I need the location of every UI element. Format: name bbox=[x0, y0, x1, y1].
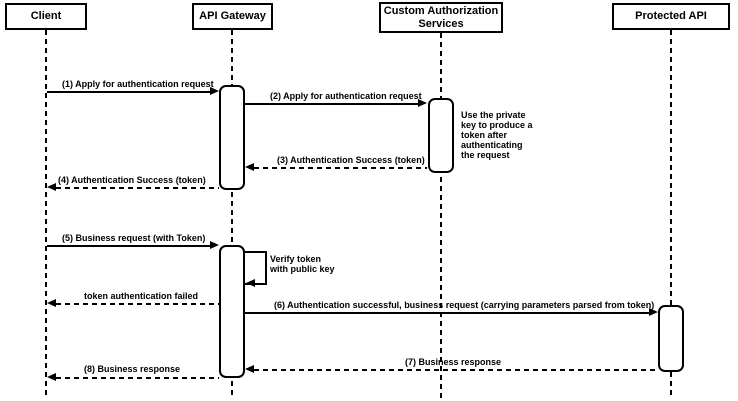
message-5-arrowhead-icon bbox=[210, 241, 219, 249]
note-use-private-key: Use the private key to produce a token a… bbox=[461, 110, 533, 160]
message-6-label: (6) Authentication successful, business … bbox=[274, 300, 655, 310]
activation-api-gateway-2 bbox=[219, 245, 245, 378]
message-3-label: (3) Authentication Success (token) bbox=[277, 155, 425, 165]
actor-head-api-gateway: API Gateway bbox=[192, 3, 273, 30]
message-4-line bbox=[56, 187, 219, 189]
message-token-failed-label: token authentication failed bbox=[84, 291, 199, 301]
message-1-label: (1) Apply for authentication request bbox=[62, 79, 214, 89]
actor-label-protected-api: Protected API bbox=[635, 10, 707, 22]
activation-custom-authorization-services bbox=[428, 98, 454, 173]
message-8-arrowhead-icon bbox=[47, 373, 56, 381]
lifeline-custom-authorization-services bbox=[440, 33, 442, 398]
message-8-line bbox=[56, 377, 219, 379]
self-message-arrowhead-icon bbox=[246, 279, 255, 287]
message-7-label: (7) Business response bbox=[405, 357, 502, 367]
message-4-arrowhead-icon bbox=[47, 183, 56, 191]
message-3-line bbox=[254, 167, 427, 169]
message-7-line bbox=[254, 369, 658, 371]
actor-label-client: Client bbox=[30, 10, 62, 22]
message-3-arrowhead-icon bbox=[245, 163, 254, 171]
activation-protected-api bbox=[658, 305, 684, 372]
lifeline-api-gateway bbox=[231, 30, 233, 398]
message-token-failed-line bbox=[56, 303, 219, 305]
message-2-line bbox=[245, 103, 419, 105]
actor-label-custom-authorization-services: Custom Authorization Services bbox=[383, 4, 499, 30]
message-token-failed-arrowhead-icon bbox=[47, 299, 56, 307]
lifeline-protected-api bbox=[670, 30, 672, 398]
actor-head-protected-api: Protected API bbox=[612, 3, 730, 30]
activation-api-gateway-1 bbox=[219, 85, 245, 190]
self-message-loop bbox=[245, 251, 267, 285]
message-4-label: (4) Authentication Success (token) bbox=[58, 175, 206, 185]
self-message-label: Verify token with public key bbox=[270, 254, 335, 274]
message-1-line bbox=[47, 91, 211, 93]
message-8-label: (8) Business response bbox=[84, 364, 181, 374]
message-7-arrowhead-icon bbox=[245, 365, 254, 373]
message-6-arrowhead-icon bbox=[649, 308, 658, 316]
lifeline-client bbox=[45, 30, 47, 398]
actor-head-custom-authorization-services: Custom Authorization Services bbox=[379, 2, 503, 33]
message-2-label: (2) Apply for authentication request bbox=[270, 91, 422, 101]
actor-head-client: Client bbox=[5, 3, 87, 30]
message-5-label: (5) Business request (with Token) bbox=[62, 233, 206, 243]
message-1-arrowhead-icon bbox=[210, 87, 219, 95]
message-6-line bbox=[245, 312, 649, 314]
message-2-arrowhead-icon bbox=[418, 99, 427, 107]
actor-label-api-gateway: API Gateway bbox=[199, 10, 266, 22]
message-5-line bbox=[47, 245, 211, 247]
